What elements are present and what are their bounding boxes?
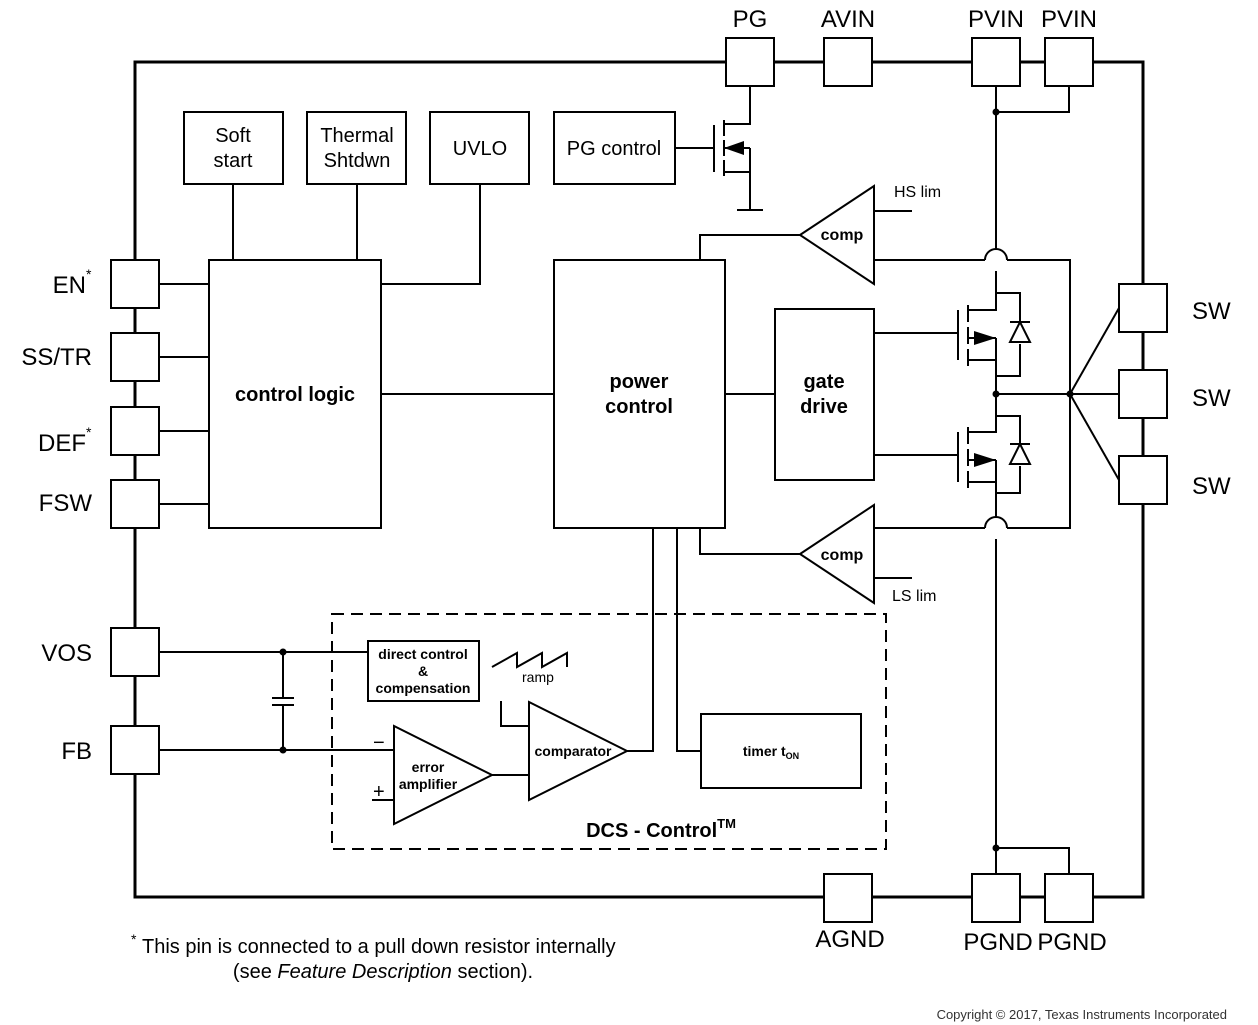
comparator-ls-triangle [798,503,875,605]
footnote-line-2-em: Feature Description [277,961,452,983]
footnote-line-2: (see Feature Description section). [233,961,533,983]
direct-control-label-2: & [418,663,428,679]
error-amp-plus: + [373,781,385,803]
pin-fb-box [110,725,160,775]
error-amp-label-1: error [412,759,445,775]
pin-sstr-box [110,332,160,382]
power-control-label-1: power [610,371,669,393]
comp-ls-label: comp [821,547,864,564]
pin-def-box [110,406,160,456]
uvlo-label: UVLO [453,138,507,160]
soft-start-label-2: start [214,150,253,172]
comparator-hs-triangle [798,184,875,286]
pin-pvin2-box [1044,37,1094,87]
ramp-label: ramp [522,669,554,685]
direct-control-block [367,640,480,702]
power-control-label-2: control [605,396,673,418]
pg-control-label: PG control [567,138,661,160]
pin-label-fb: FB [61,738,92,765]
power-control-block [553,259,726,529]
pin-label-pvin2: PVIN [1041,6,1097,33]
pin-label-en: EN [53,272,86,299]
error-amp-minus: − [373,732,385,754]
thermal-label-2: Shtdwn [324,150,391,172]
timer-label-sub: ON [786,751,800,761]
soft-start-block [183,111,284,185]
direct-control-label-1: direct control [378,646,467,662]
pin-label-pvin1: PVIN [968,6,1024,33]
pin-label-fsw: FSW [39,490,93,517]
pin-en-box [110,259,160,309]
pin-sw3-box [1118,455,1168,505]
gate-drive-block [774,308,875,481]
pin-pvin1-box [971,37,1021,87]
pin-sw2-box [1118,369,1168,419]
comparator-triangle [528,700,630,802]
direct-control-label-3: compensation [376,680,471,696]
error-amp-label-2: amplifier [399,776,458,792]
pin-label-sstr: SS/TR [21,344,92,371]
pin-label-pgnd2: PGND [1037,929,1106,956]
pin-mark-en: * [86,266,92,282]
pin-mark-def: * [86,424,92,440]
pin-agnd-box [823,873,873,923]
gate-drive-label-1: gate [803,371,844,393]
copyright-text: Copyright © 2017, Texas Instruments Inco… [937,1007,1227,1022]
pin-pgnd2-box [1044,873,1094,923]
footnote-line-2-post: section). [452,961,533,983]
footnote-line-2-pre: (see [233,961,277,983]
footnote-star: * [131,931,137,947]
pin-label-pg: PG [733,6,768,33]
hs-lim-label: HS lim [894,184,941,201]
ls-lim-label: LS lim [892,588,936,605]
footnote-line-1: This pin is connected to a pull down res… [142,936,616,958]
comparator-label: comparator [534,743,612,759]
gate-drive-label-2: drive [800,396,848,418]
comp-hs-label: comp [821,227,864,244]
control-logic-label: control logic [235,384,355,406]
pin-sw1-box [1118,283,1168,333]
pin-label-sw3: SW [1192,473,1231,500]
error-amplifier-triangle [393,724,495,826]
thermal-label-1: Thermal [320,125,393,147]
package-outline [133,60,1145,899]
pin-label-def: DEF [38,430,86,457]
pin-label-agnd: AGND [815,926,884,953]
pin-fsw-box [110,479,160,529]
dcs-control-label: DCS - ControlTM [586,816,736,842]
pin-label-vos: VOS [41,640,92,667]
pin-label-sw2: SW [1192,385,1231,412]
timer-label-main: timer t [743,743,786,759]
thermal-shutdown-block [306,111,407,185]
pin-label-avin: AVIN [821,6,875,33]
pin-vos-box [110,627,160,677]
dcs-control-label-tm: TM [717,816,736,831]
dcs-control-box [331,613,887,850]
pin-label-pgnd1: PGND [963,929,1032,956]
pin-avin-box [823,37,873,87]
timer-label: timer tON [743,743,799,761]
pin-pg-box [725,37,775,87]
dcs-control-label-main: DCS - Control [586,820,717,842]
pin-pgnd1-box [971,873,1021,923]
pin-label-sw1: SW [1192,298,1231,325]
soft-start-label-1: Soft [215,125,251,147]
